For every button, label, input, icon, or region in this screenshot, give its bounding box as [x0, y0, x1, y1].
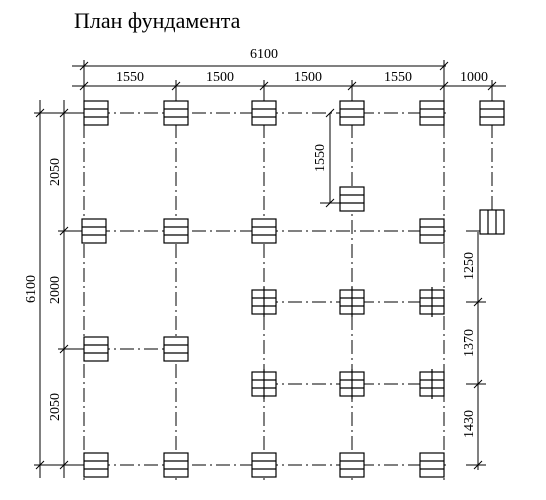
pile-footing-15 — [419, 287, 445, 317]
top-dimension-lines — [72, 60, 506, 100]
right-dim-1: 1250 — [462, 252, 477, 280]
top-dim-2: 1500 — [206, 70, 234, 85]
pile-footing-13 — [251, 287, 277, 317]
right-dim-3: 1430 — [462, 410, 477, 438]
pile-footing-25 — [419, 452, 445, 478]
pile-footing-14 — [339, 287, 365, 317]
pile-footing-19 — [339, 369, 365, 399]
top-dim-3: 1500 — [294, 70, 322, 85]
pile-footing-16 — [83, 336, 109, 362]
pile-footing-18 — [251, 369, 277, 399]
pile-footing-20 — [419, 369, 445, 399]
inner-dim: 1550 — [313, 144, 328, 172]
pile-footing-7 — [339, 186, 365, 212]
pile-footing-5 — [419, 100, 445, 126]
pile-footing-1 — [83, 100, 109, 126]
pile-footing-23 — [251, 452, 277, 478]
right-dimension-text: 1250 1370 1430 — [462, 252, 477, 438]
pile-footing-9 — [163, 218, 189, 244]
left-overall-dim: 6100 — [24, 275, 39, 303]
pile-footing-8 — [81, 218, 107, 244]
pile-footing-21 — [83, 452, 109, 478]
pile-footing-17 — [163, 336, 189, 362]
top-dim-1: 1550 — [116, 70, 144, 85]
left-dim-2: 2000 — [48, 276, 63, 304]
pile-footing-4 — [339, 100, 365, 126]
top-dim-4: 1550 — [384, 70, 412, 85]
pile-footing-10 — [251, 218, 277, 244]
right-dimension-lines — [466, 230, 492, 470]
pile-footing-22 — [163, 452, 189, 478]
right-dim-2: 1370 — [462, 329, 477, 357]
pile-footing-24 — [339, 452, 365, 478]
pile-footing-6 — [479, 100, 505, 126]
left-dim-3: 2050 — [48, 393, 63, 421]
pile-footing-12 — [479, 209, 505, 235]
left-dim-1: 2050 — [48, 158, 63, 186]
top-dim-5: 1000 — [460, 70, 488, 85]
pile-footing-3 — [251, 100, 277, 126]
drawing-title: План фундамента — [74, 8, 241, 33]
top-dimension-text: 6100 1550 1500 1500 1550 1000 — [116, 47, 488, 85]
left-dimension-lines — [34, 100, 76, 478]
top-overall-dim: 6100 — [250, 47, 278, 62]
pile-footing-11 — [419, 218, 445, 244]
left-dimension-text: 6100 2050 2000 2050 — [24, 158, 63, 421]
pile-footing-2 — [163, 100, 189, 126]
